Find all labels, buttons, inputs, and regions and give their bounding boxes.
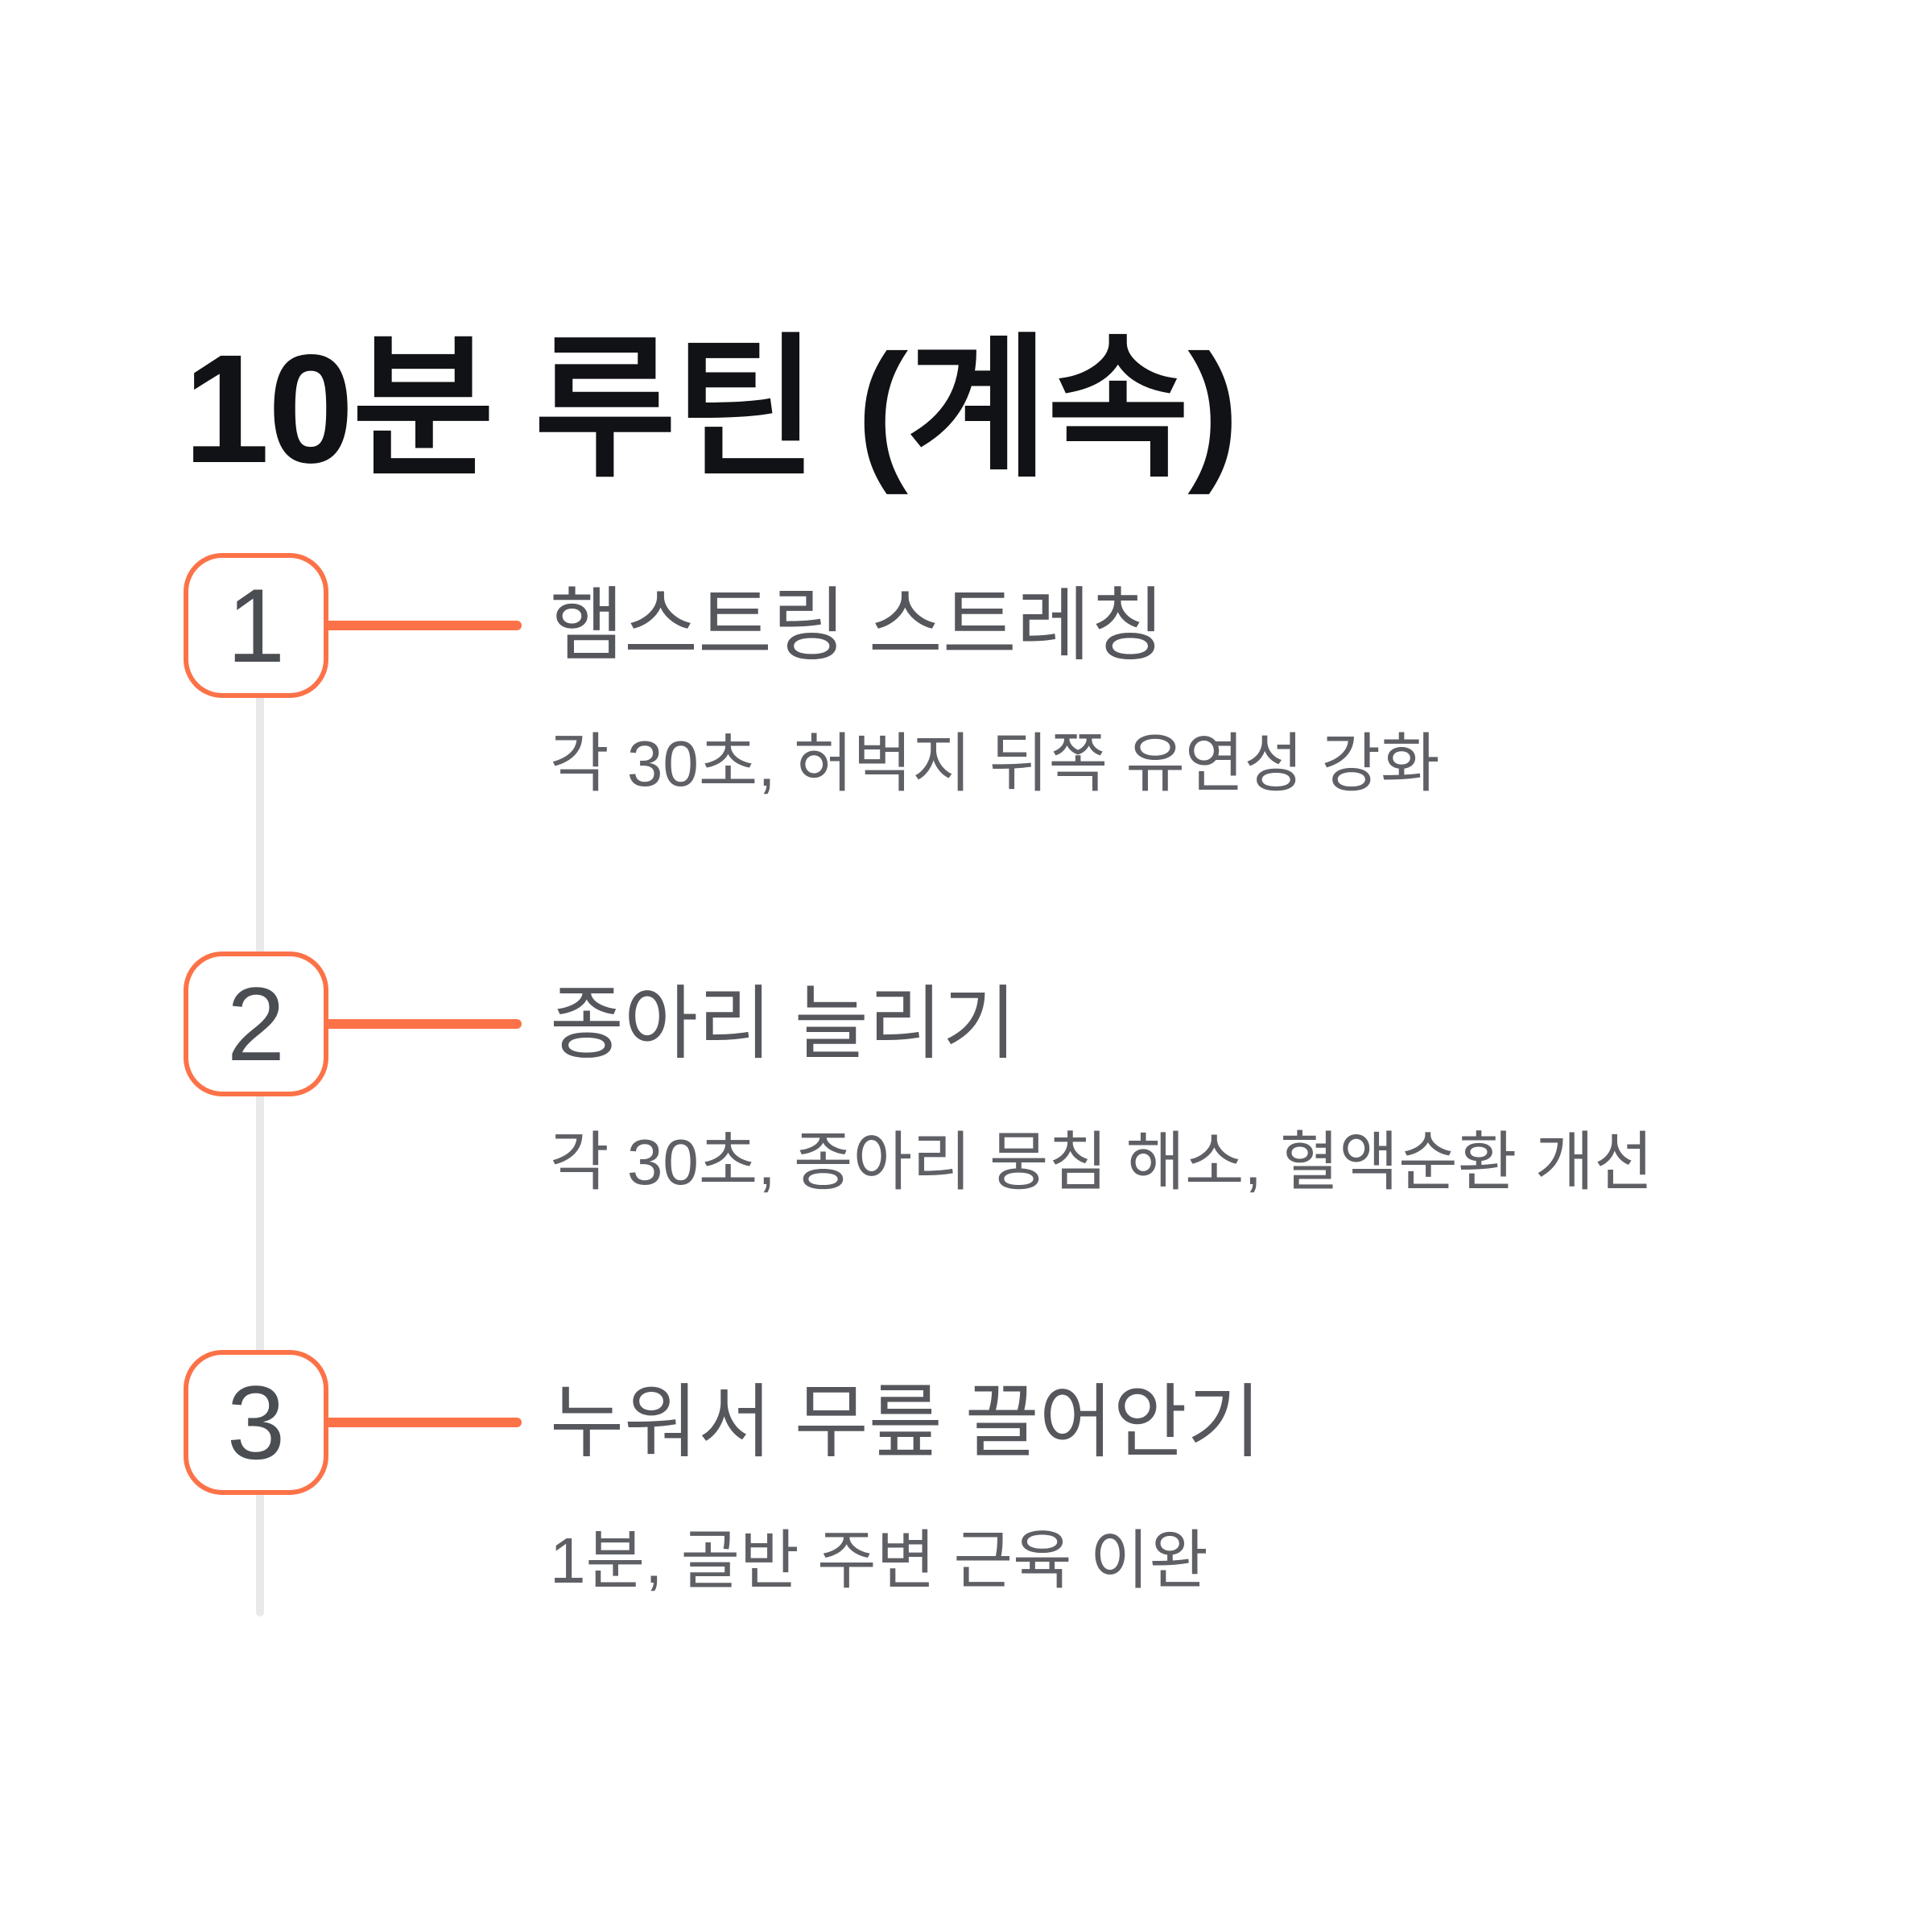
step-row: 3 누워서 무릎 끌어안기 1분, 골반 주변 근육 이완	[184, 1350, 1261, 1596]
step-number-badge: 3	[184, 1350, 328, 1495]
step-subtitle: 각 30초, 허벅지 뒤쪽 유연성 강화	[550, 728, 1440, 799]
step-title: 누워서 무릎 끌어안기	[550, 1377, 1261, 1468]
step-number: 1	[226, 567, 286, 684]
step-text-column: 누워서 무릎 끌어안기 1분, 골반 주변 근육 이완	[550, 1350, 1261, 1596]
step-connector-line	[328, 1019, 522, 1029]
step-title: 햄스트링 스트레칭	[550, 580, 1165, 671]
page-title: 10분 루틴 (계속)	[184, 322, 1239, 495]
step-connector-line	[328, 1418, 522, 1427]
step-row: 1 햄스트링 스트레칭 각 30초, 허벅지 뒤쪽 유연성 강화	[184, 553, 1440, 799]
step-badge-row: 2	[184, 952, 522, 1096]
step-number-badge: 2	[184, 952, 328, 1096]
step-subtitle: 각 30초, 종아리 뭉침 해소, 혈액순환 개선	[550, 1126, 1653, 1198]
step-text-column: 종아리 늘리기 각 30초, 종아리 뭉침 해소, 혈액순환 개선	[550, 952, 1653, 1198]
step-text-column: 햄스트링 스트레칭 각 30초, 허벅지 뒤쪽 유연성 강화	[550, 553, 1440, 799]
step-badge-row: 1	[184, 553, 522, 698]
step-badge-row: 3	[184, 1350, 522, 1495]
step-number: 3	[226, 1364, 286, 1481]
step-subtitle: 1분, 골반 주변 근육 이완	[550, 1525, 1209, 1596]
step-title: 종아리 늘리기	[550, 978, 1017, 1069]
step-number: 2	[226, 965, 286, 1083]
step-row: 2 종아리 늘리기 각 30초, 종아리 뭉침 해소, 혈액순환 개선	[184, 952, 1653, 1198]
timeline-line	[256, 628, 264, 1616]
step-number-badge: 1	[184, 553, 328, 698]
step-connector-line	[328, 621, 522, 630]
